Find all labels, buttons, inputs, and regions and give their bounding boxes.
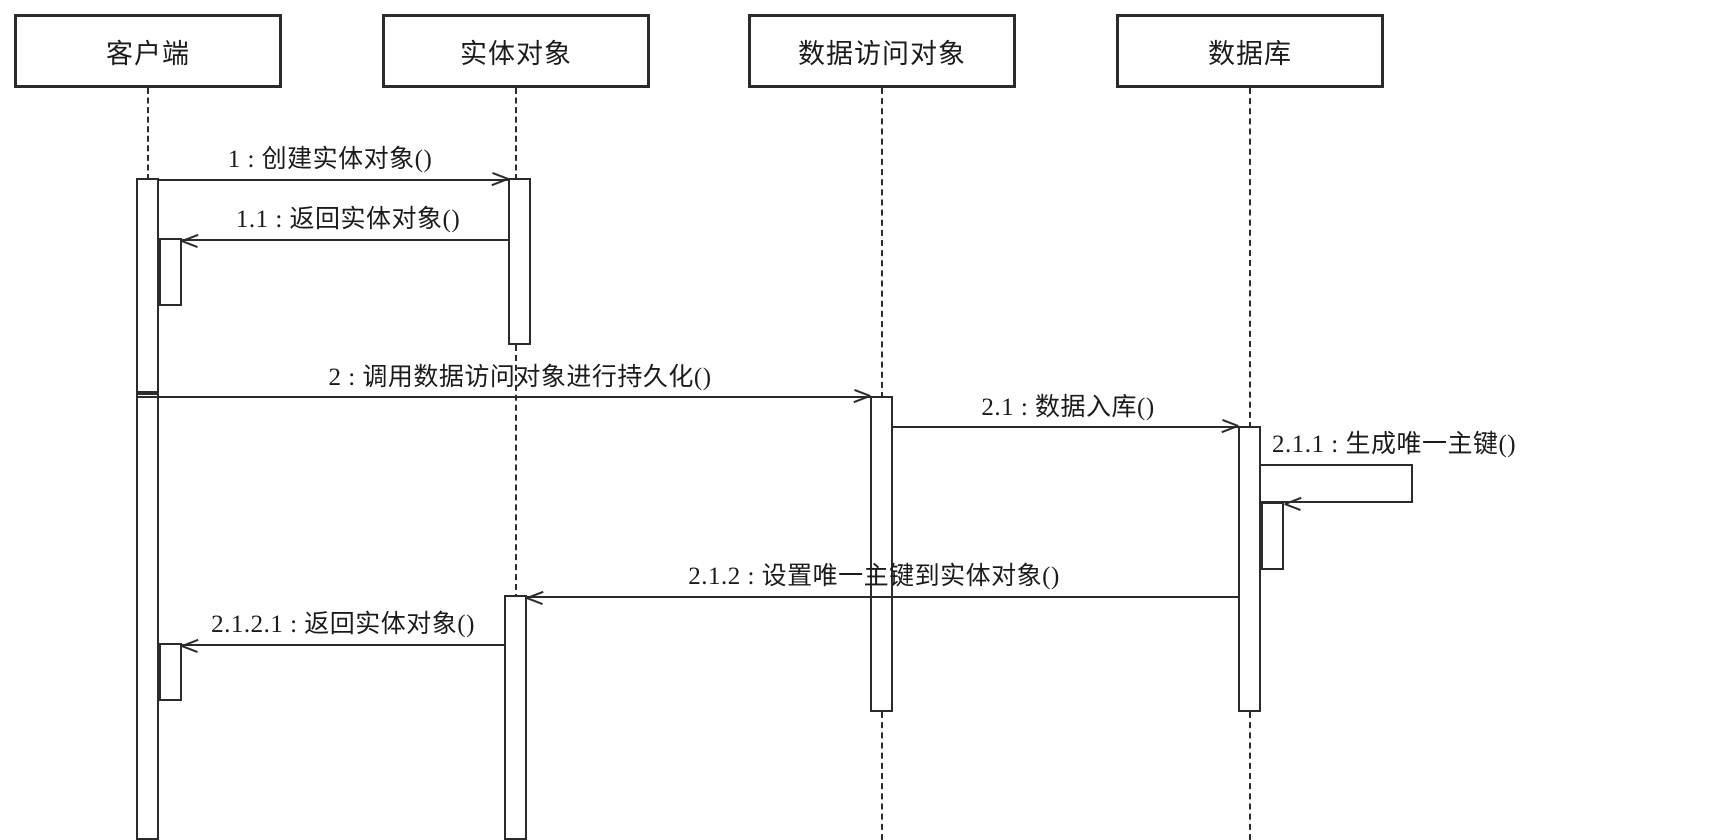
activation-client-2-nested[interactable]	[159, 643, 182, 701]
activation-client-1[interactable]	[136, 178, 159, 393]
activation-client-2[interactable]	[136, 393, 159, 840]
message-label-1-1: 1.1 : 返回实体对象()	[235, 206, 461, 233]
lifeline-dashes-dao-tail	[881, 712, 883, 840]
lifeline-header-database[interactable]: 数据库	[1116, 14, 1384, 88]
lifeline-label-database: 数据库	[1208, 38, 1292, 69]
lifeline-dashes-dao	[881, 88, 883, 398]
lifeline-header-client[interactable]: 客户端	[14, 14, 282, 88]
lifeline-dashes-client	[147, 88, 149, 180]
message-label-2-1-2: 2.1.2 : 设置唯一主键到实体对象()	[688, 563, 1060, 590]
message-line-1[interactable]	[159, 179, 508, 181]
lifeline-header-entity[interactable]: 实体对象	[382, 14, 650, 88]
message-self-loop-2-1-1[interactable]	[1261, 464, 1413, 503]
lifeline-dashes-database	[1249, 88, 1251, 428]
lifeline-label-dao: 数据访问对象	[798, 38, 966, 69]
message-label-2: 2 : 调用数据访问对象进行持久化()	[328, 364, 712, 391]
message-label-2-1-2-1: 2.1.2.1 : 返回实体对象()	[211, 611, 475, 638]
message-label-2-1-1: 2.1.1 : 生成唯一主键()	[1272, 431, 1517, 458]
message-line-2-1[interactable]	[893, 426, 1238, 428]
message-line-2-1-2-1[interactable]	[182, 644, 504, 646]
activation-client-1-nested[interactable]	[159, 238, 182, 306]
lifeline-dashes-database-tail	[1249, 712, 1251, 840]
message-line-1-1[interactable]	[182, 239, 508, 241]
lifeline-label-client: 客户端	[106, 38, 190, 69]
lifeline-label-entity: 实体对象	[460, 38, 572, 69]
activation-entity-2[interactable]	[504, 595, 527, 840]
message-label-1: 1 : 创建实体对象()	[227, 146, 433, 173]
activation-database-1[interactable]	[1238, 426, 1261, 712]
activation-database-1-nested[interactable]	[1261, 502, 1284, 570]
message-line-2[interactable]	[136, 396, 870, 398]
activation-dao-1[interactable]	[870, 396, 893, 712]
message-line-2-1-2[interactable]	[527, 596, 1238, 598]
lifeline-dashes-entity-gap	[515, 345, 517, 600]
activation-entity-1[interactable]	[508, 178, 531, 345]
lifeline-header-dao[interactable]: 数据访问对象	[748, 14, 1016, 88]
lifeline-dashes-entity	[515, 88, 517, 180]
message-label-2-1: 2.1 : 数据入库()	[981, 394, 1155, 421]
